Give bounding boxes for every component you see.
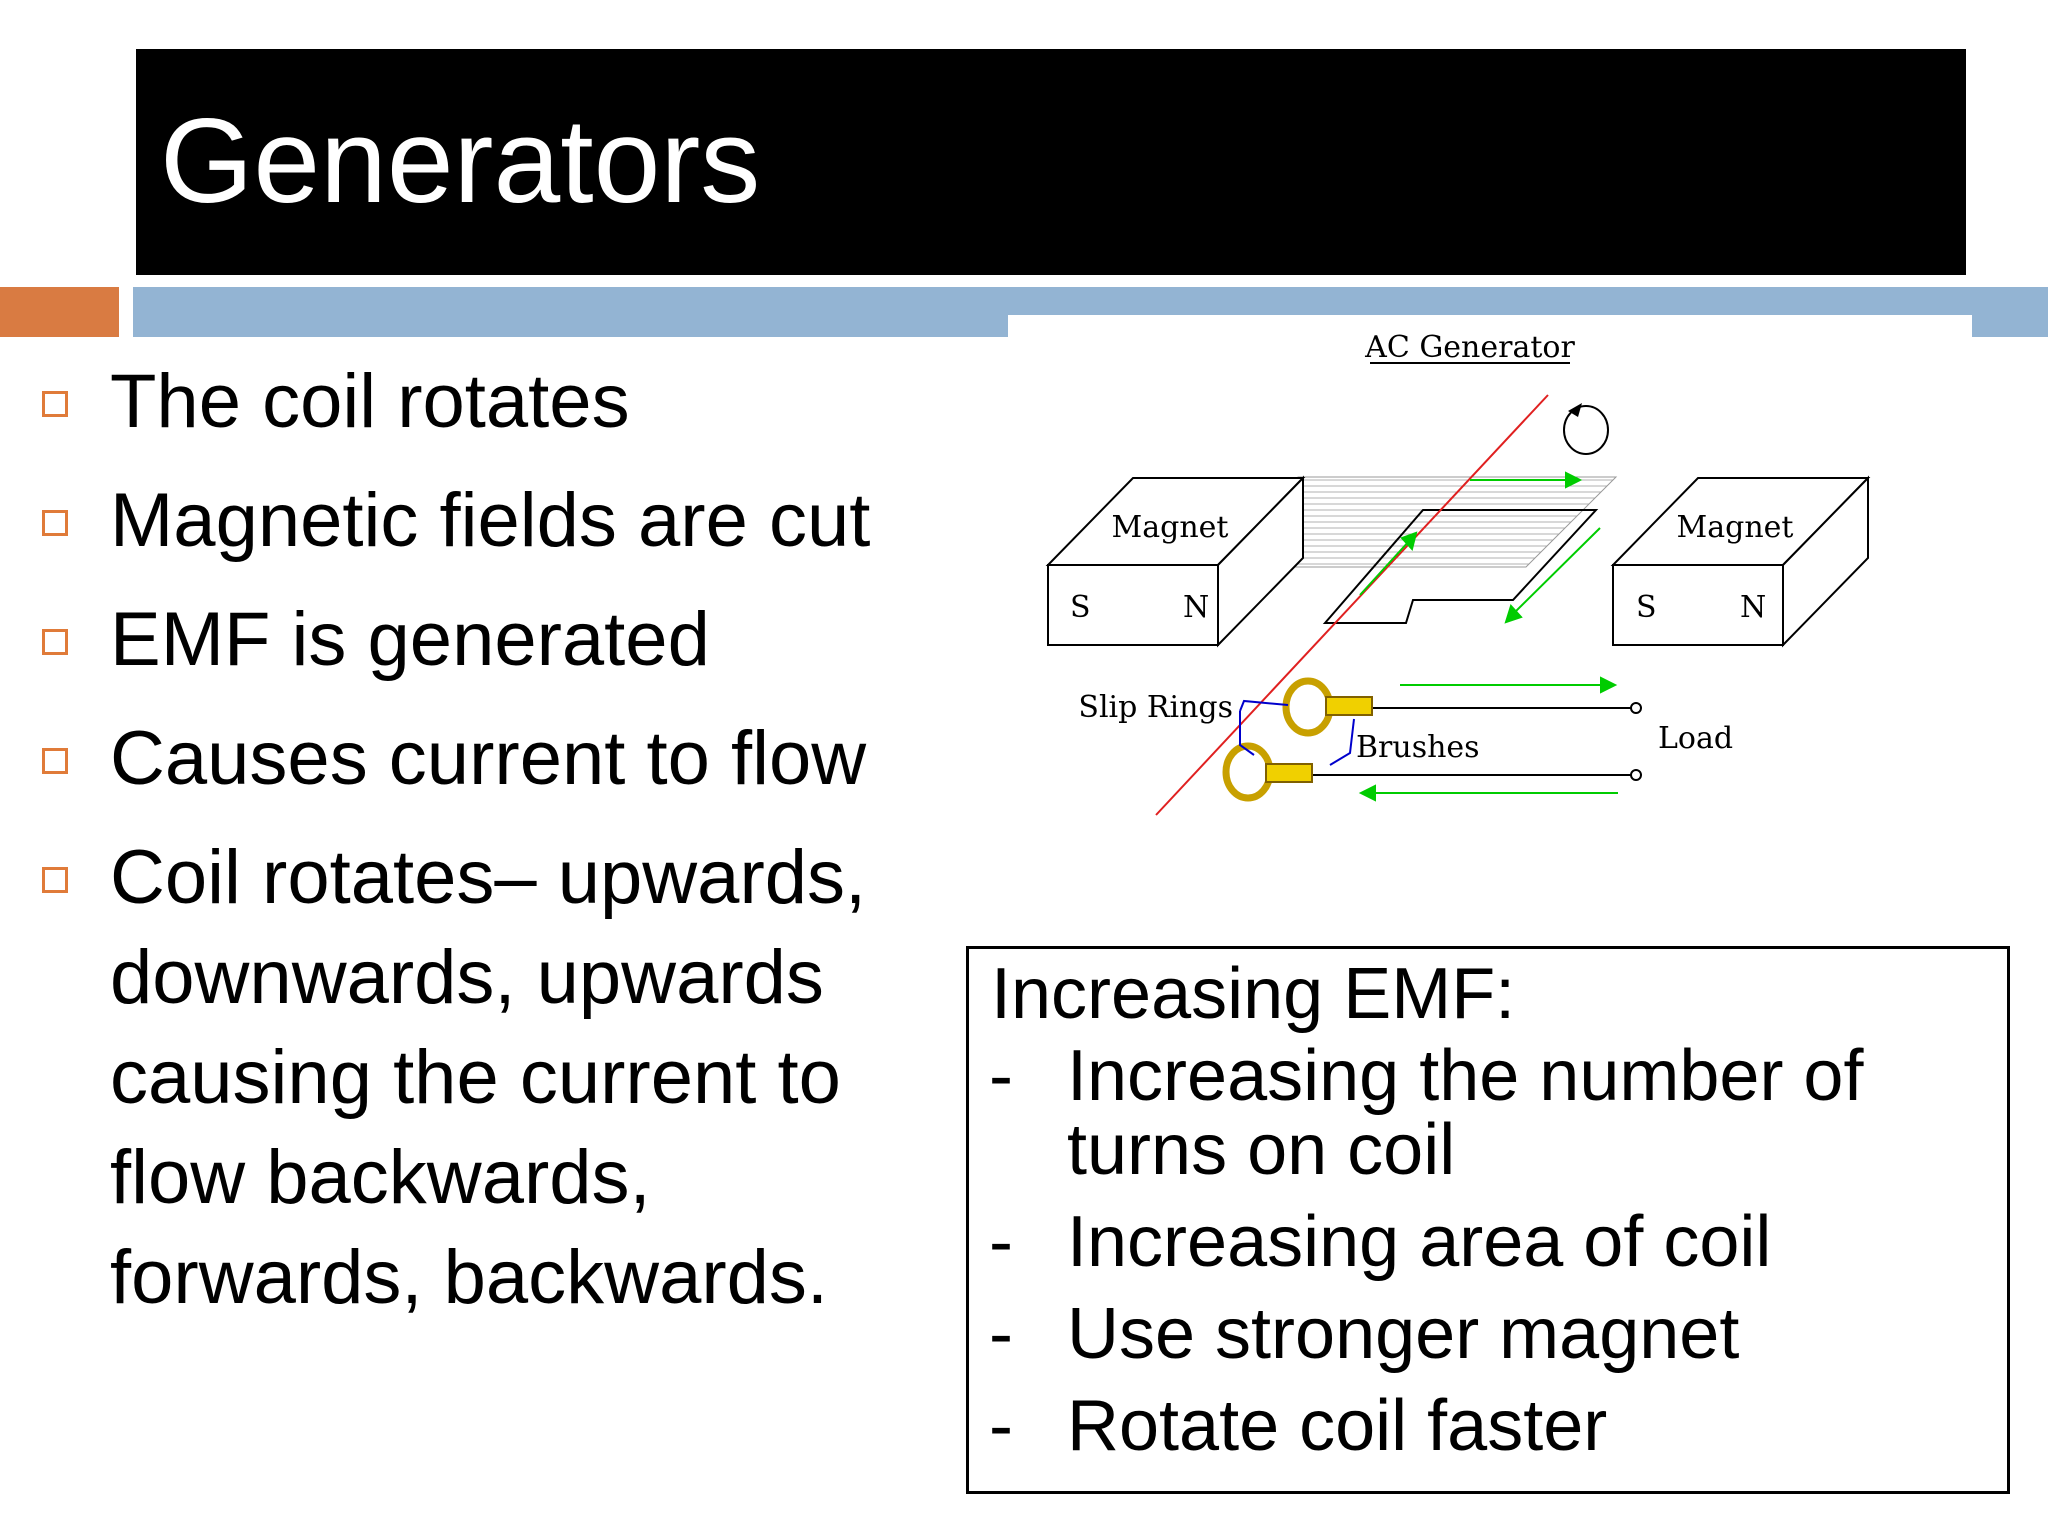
slip-rings-pointer-lower xyxy=(1239,711,1255,756)
dash-bullet: - xyxy=(989,1294,1013,1374)
armature-coil xyxy=(1322,509,1599,624)
brushes-pointer xyxy=(1329,718,1355,766)
load-terminal-lower xyxy=(1630,769,1642,781)
brush-upper xyxy=(1325,696,1373,716)
brush-lower xyxy=(1265,763,1313,783)
rotation-direction-icon xyxy=(1563,403,1609,455)
emf-list: -Increasing the number of turns on coil … xyxy=(989,1039,1989,1481)
left-magnet: Magnet S N xyxy=(1045,475,1306,648)
emf-item-text: Use stronger magnet xyxy=(1067,1294,1740,1374)
left-magnet-pole-s: S xyxy=(1070,590,1091,625)
emf-list-item: -Increasing the number of turns on coil xyxy=(989,1039,1989,1187)
bullet-text: Coil rotates– upwards, downwards, upward… xyxy=(110,835,867,1320)
load-terminal-upper xyxy=(1630,702,1642,714)
left-magnet-label: Magnet xyxy=(1112,510,1229,545)
right-magnet-pole-n: N xyxy=(1740,590,1766,625)
bullet-item: The coil rotates xyxy=(40,352,950,452)
rotation-axis xyxy=(1155,394,1549,816)
slip-rings-pointer xyxy=(1239,699,1289,712)
emf-list-item: -Increasing area of coil xyxy=(989,1205,1989,1279)
slip-ring-upper xyxy=(1282,677,1334,737)
bullet-item: Magnetic fields are cut xyxy=(40,471,950,571)
bullet-text: Causes current to flow xyxy=(110,716,867,801)
square-bullet-icon xyxy=(42,748,68,774)
right-magnet: Magnet S N xyxy=(1610,475,1871,648)
right-magnet-label: Magnet xyxy=(1677,510,1794,545)
square-bullet-icon xyxy=(42,391,68,417)
title-bar: Generators xyxy=(136,49,1966,275)
emf-list-item: -Rotate coil faster xyxy=(989,1389,1989,1463)
dash-bullet: - xyxy=(989,1386,1013,1466)
square-bullet-icon xyxy=(42,510,68,536)
emf-item-text: Increasing the number of turns on coil xyxy=(1067,1036,1864,1190)
right-magnet-pole-s: S xyxy=(1636,590,1657,625)
increasing-emf-box: Increasing EMF: -Increasing the number o… xyxy=(966,946,2010,1494)
bullet-list: The coil rotates Magnetic fields are cut… xyxy=(40,352,950,1347)
emf-item-text: Rotate coil faster xyxy=(1067,1386,1608,1466)
current-direction-arrows xyxy=(1358,471,1618,802)
brushes-label: Brushes xyxy=(1356,730,1480,765)
emf-item-text: Increasing area of coil xyxy=(1067,1202,1772,1282)
dash-bullet: - xyxy=(989,1036,1013,1116)
bullet-text: The coil rotates xyxy=(110,359,630,444)
ac-generator-diagram: AC Generator Magnet S N Magnet S N xyxy=(1008,315,1972,875)
bullet-item: Coil rotates– upwards, downwards, upward… xyxy=(40,828,950,1328)
square-bullet-icon xyxy=(42,867,68,893)
emf-list-item: -Use stronger magnet xyxy=(989,1297,1989,1371)
slip-ring-lower xyxy=(1222,742,1274,802)
bullet-item: EMF is generated xyxy=(40,590,950,690)
dash-bullet: - xyxy=(989,1202,1013,1282)
slide-title: Generators xyxy=(160,94,761,228)
bullet-text: Magnetic fields are cut xyxy=(110,478,871,563)
slip-rings-label: Slip Rings xyxy=(1078,690,1233,725)
accent-bar-orange xyxy=(0,287,119,337)
bullet-text: EMF is generated xyxy=(110,597,710,682)
diagram-title: AC Generator xyxy=(1364,330,1575,365)
load-label: Load xyxy=(1658,721,1733,756)
square-bullet-icon xyxy=(42,629,68,655)
emf-box-title: Increasing EMF: xyxy=(991,954,1516,1034)
left-magnet-pole-n: N xyxy=(1183,590,1209,625)
bullet-item: Causes current to flow xyxy=(40,709,950,809)
slip-ring-assembly xyxy=(1222,677,1642,802)
